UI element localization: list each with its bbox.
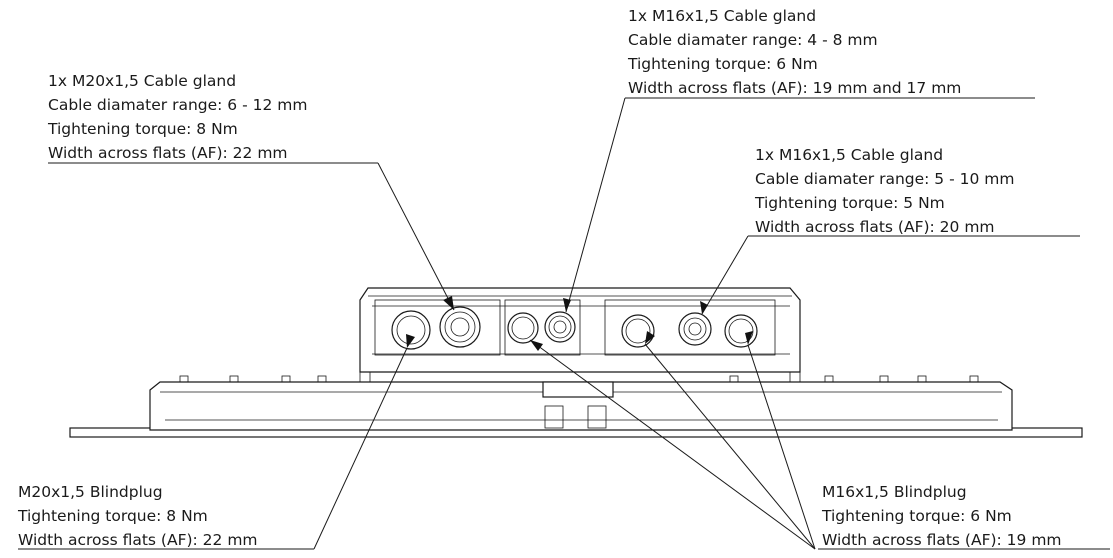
callout-line: Width across flats (AF): 22 mm (18, 531, 258, 549)
callout-line: Width across flats (AF): 22 mm (48, 144, 288, 162)
callout-m20-blindplug: M20x1,5 Blindplug Tightening torque: 8 N… (17, 483, 258, 549)
callout-line: Cable diamater range: 4 - 8 mm (628, 31, 878, 49)
callout-line: M20x1,5 Blindplug (18, 483, 163, 501)
center-connector (542, 381, 614, 429)
arrowheads (406, 296, 753, 351)
callout-line: M16x1,5 Blindplug (822, 483, 967, 501)
callout-line: 1x M16x1,5 Cable gland (755, 146, 943, 164)
callout-line: Tightening torque: 6 Nm (627, 55, 818, 73)
callout-line: Tightening torque: 5 Nm (754, 194, 945, 212)
base-enclosure (149, 381, 1013, 431)
port-m20-gland (439, 306, 481, 348)
callout-m20-gland: 1x M20x1,5 Cable gland Cable diamater ra… (47, 72, 307, 162)
leader-lines (18, 97, 1110, 550)
callout-line: Tightening torque: 8 Nm (17, 507, 208, 525)
callout-line: Width across flats (AF): 20 mm (755, 218, 995, 236)
callout-line: 1x M20x1,5 Cable gland (48, 72, 236, 90)
port-m16-blindplug-3 (724, 314, 758, 348)
callout-m16-gland-top: 1x M16x1,5 Cable gland Cable diamater ra… (627, 7, 961, 97)
callout-line: Tightening torque: 8 Nm (47, 120, 238, 138)
callout-line: Width across flats (AF): 19 mm and 17 mm (628, 79, 961, 97)
port-m20-blindplug (391, 310, 431, 350)
device-drawing (69, 287, 1083, 438)
port-m16-gland-top (544, 311, 576, 343)
callout-line: 1x M16x1,5 Cable gland (628, 7, 816, 25)
callout-line: Tightening torque: 6 Nm (821, 507, 1012, 525)
screw-heads (179, 375, 979, 383)
port-m16-blindplug-1 (507, 312, 539, 344)
callout-line: Cable diamater range: 6 - 12 mm (48, 96, 307, 114)
callout-line: Width across flats (AF): 19 mm (822, 531, 1062, 549)
callout-m16-gland-right: 1x M16x1,5 Cable gland Cable diamater ra… (754, 146, 1014, 236)
callout-line: Cable diamater range: 5 - 10 mm (755, 170, 1014, 188)
port-m16-gland-right (678, 312, 712, 346)
port-m16-blindplug-2 (621, 314, 655, 348)
callout-m16-blindplug: M16x1,5 Blindplug Tightening torque: 6 N… (821, 483, 1062, 549)
